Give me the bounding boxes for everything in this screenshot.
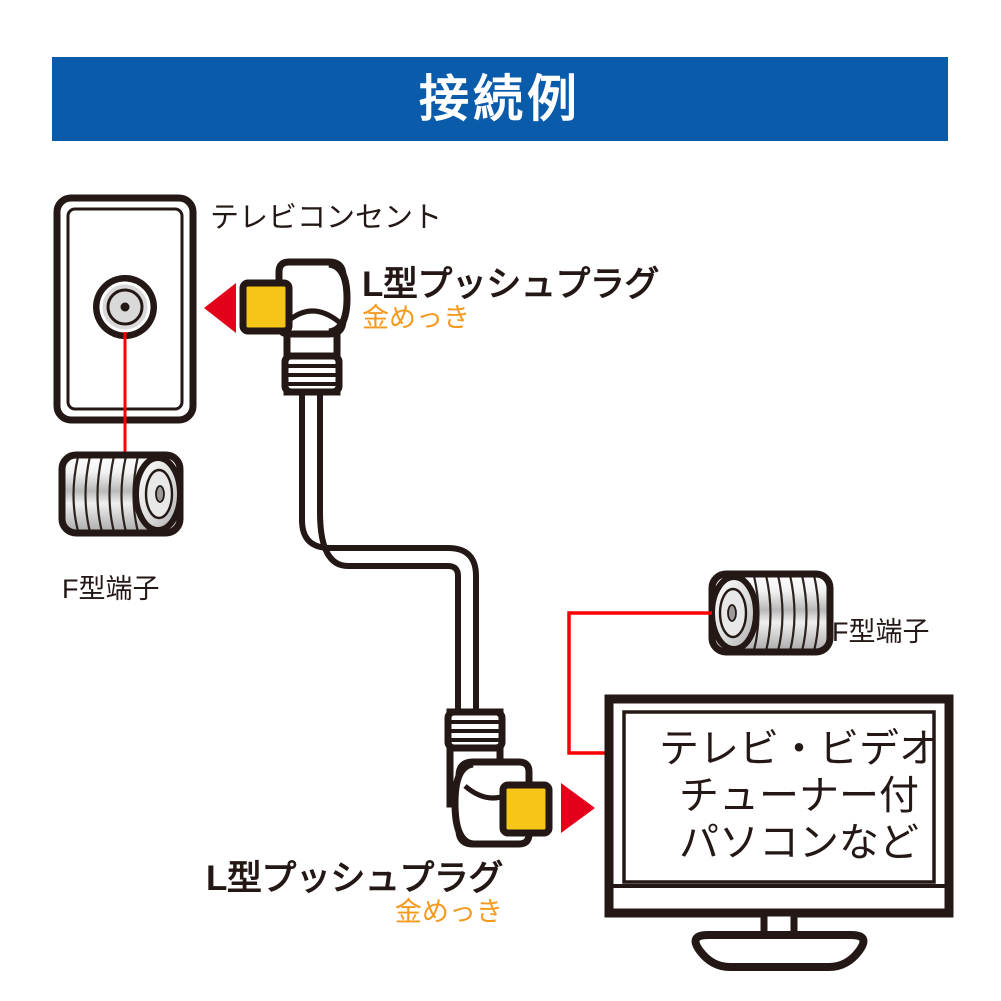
title-banner: 接続例 — [52, 57, 948, 141]
outlet-label: テレビコンセント — [210, 202, 443, 234]
plug-top-note: 金めっき — [362, 303, 470, 334]
plug-label-top: L型プッシュプラグ 金めっき — [362, 266, 659, 334]
plug-label-bottom: L型プッシュプラグ 金めっき — [206, 860, 503, 928]
l-type-push-plug-bottom — [444, 708, 553, 848]
f-type-connector-right — [708, 570, 834, 656]
flat-screen-tv — [604, 694, 954, 971]
f-terminal-right-label: F型端子 — [832, 617, 930, 647]
tv-screen-line-3: パソコンなど — [679, 820, 919, 865]
tv-screen-line-2: チューナー付 — [679, 773, 919, 818]
f-terminal-left-label: F型端子 — [62, 574, 160, 604]
leader-line-tv — [567, 611, 712, 755]
arrow-right-icon — [561, 783, 595, 833]
plug-bottom-note: 金めっき — [394, 897, 503, 928]
coax-wall-outlet — [53, 194, 197, 452]
tv-screen-text: テレビ・ビデオ チューナー付 パソコンなど — [634, 726, 964, 866]
plug-bottom-name: L型プッシュプラグ — [206, 859, 503, 898]
plug-top-name: L型プッシュプラグ — [362, 265, 659, 304]
f-type-connector-left — [58, 451, 184, 537]
gold-plated-tip — [239, 279, 293, 335]
coaxial-cable — [299, 392, 479, 712]
page-title: 接続例 — [419, 71, 581, 127]
tv-screen-line-1: テレビ・ビデオ — [659, 727, 939, 771]
arrow-left-icon — [204, 283, 236, 333]
l-type-push-plug-top — [239, 258, 351, 396]
gold-plated-tip — [499, 781, 553, 837]
